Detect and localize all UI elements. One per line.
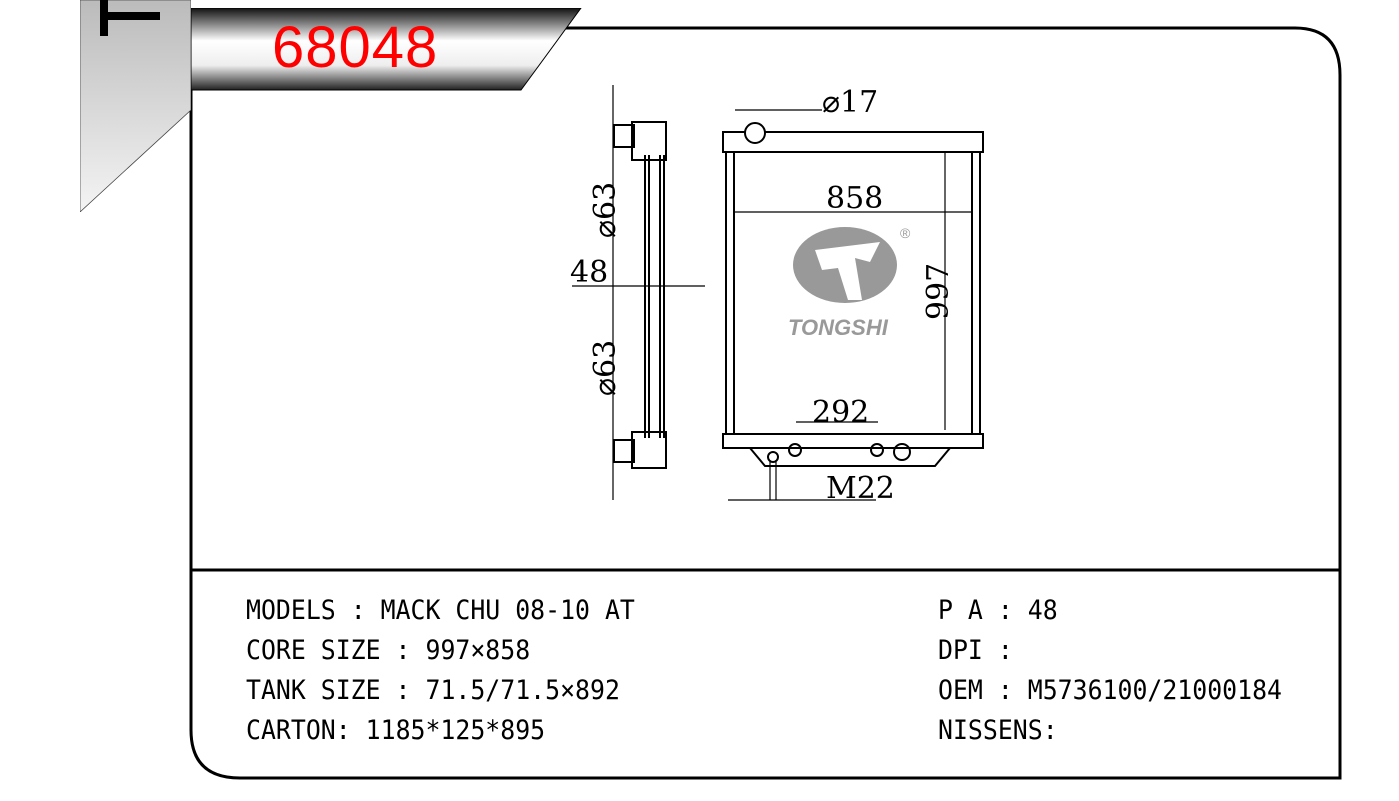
spec-dpi: DPI : [938, 635, 1028, 666]
spec-tank-size: TANK SIZE : 71.5/71.5×892 [246, 675, 620, 706]
svg-text:TONGSHI: TONGSHI [788, 315, 889, 340]
svg-text:®: ® [900, 225, 911, 241]
dim-cap: ⌀17 [822, 85, 878, 120]
side-view [572, 85, 705, 500]
spec-models: MODELS : MACK CHU 08-10 AT [246, 595, 635, 626]
spec-oem: OEM : M5736100/21000184 [938, 675, 1282, 706]
dim-spacing: 292 [812, 395, 869, 430]
dim-height: 997 [921, 263, 956, 320]
dim-pipe-bottom: ⌀63 [588, 340, 623, 396]
spec-nissens: NISSENS: [938, 715, 1058, 746]
spec-pa: P A : 48 [938, 595, 1058, 626]
side-tab [80, 0, 191, 212]
dim-width: 858 [826, 181, 883, 216]
header-banner [191, 8, 582, 91]
spec-core-size: CORE SIZE : 997×858 [246, 635, 531, 666]
part-code: 68048 [272, 15, 439, 80]
dim-pipe-top: ⌀63 [588, 182, 623, 238]
spec-carton: CARTON: 1185*125*895 [246, 715, 546, 746]
tongshi-logo: ® TONGSHI [788, 225, 911, 340]
front-view [722, 109, 984, 501]
dim-drain: M22 [826, 471, 895, 506]
dim-thickness: 48 [570, 255, 608, 290]
